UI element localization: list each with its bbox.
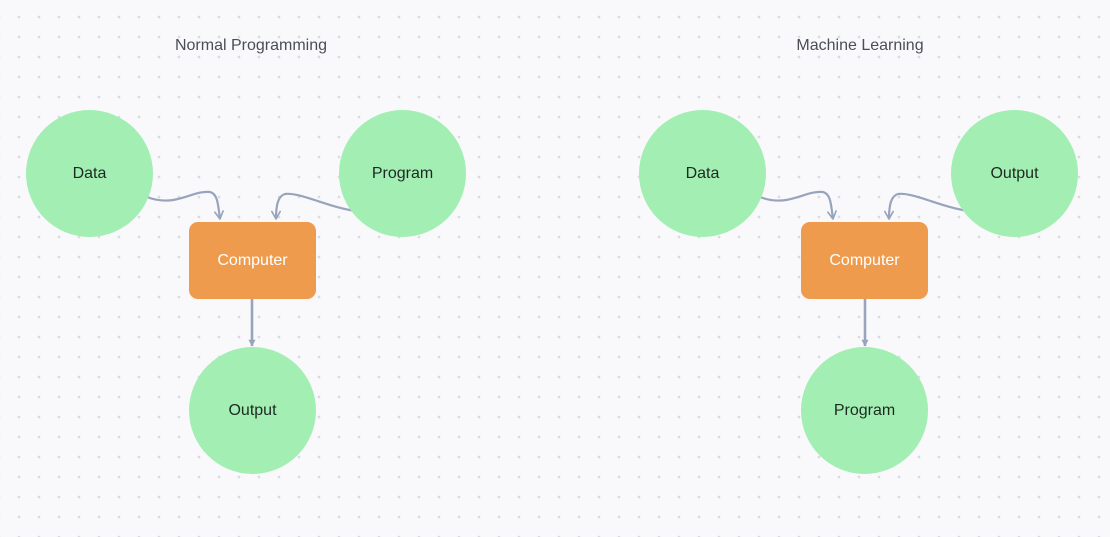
node-program[interactable]: Program <box>339 110 466 237</box>
connector-output-to-computer-right <box>884 192 970 220</box>
panel-title: Normal Programming <box>174 37 328 54</box>
node-computer[interactable]: Computer <box>801 222 928 299</box>
node-computer[interactable]: Computer <box>189 222 316 299</box>
panel-machine-learning: Machine Learning Data Output Computer Pr… <box>555 0 1110 537</box>
connector-data-to-computer-right <box>759 190 837 220</box>
node-output[interactable]: Output <box>951 110 1078 237</box>
node-data[interactable]: Data <box>26 110 153 237</box>
connector-program-to-computer-left <box>271 192 357 220</box>
node-program[interactable]: Program <box>801 347 928 474</box>
panel-title: Machine Learning <box>796 37 924 54</box>
node-data[interactable]: Data <box>639 110 766 237</box>
node-output[interactable]: Output <box>189 347 316 474</box>
connector-data-to-computer-left <box>146 190 224 220</box>
panel-normal-programming: Normal Programming Data Program Computer… <box>26 37 466 474</box>
